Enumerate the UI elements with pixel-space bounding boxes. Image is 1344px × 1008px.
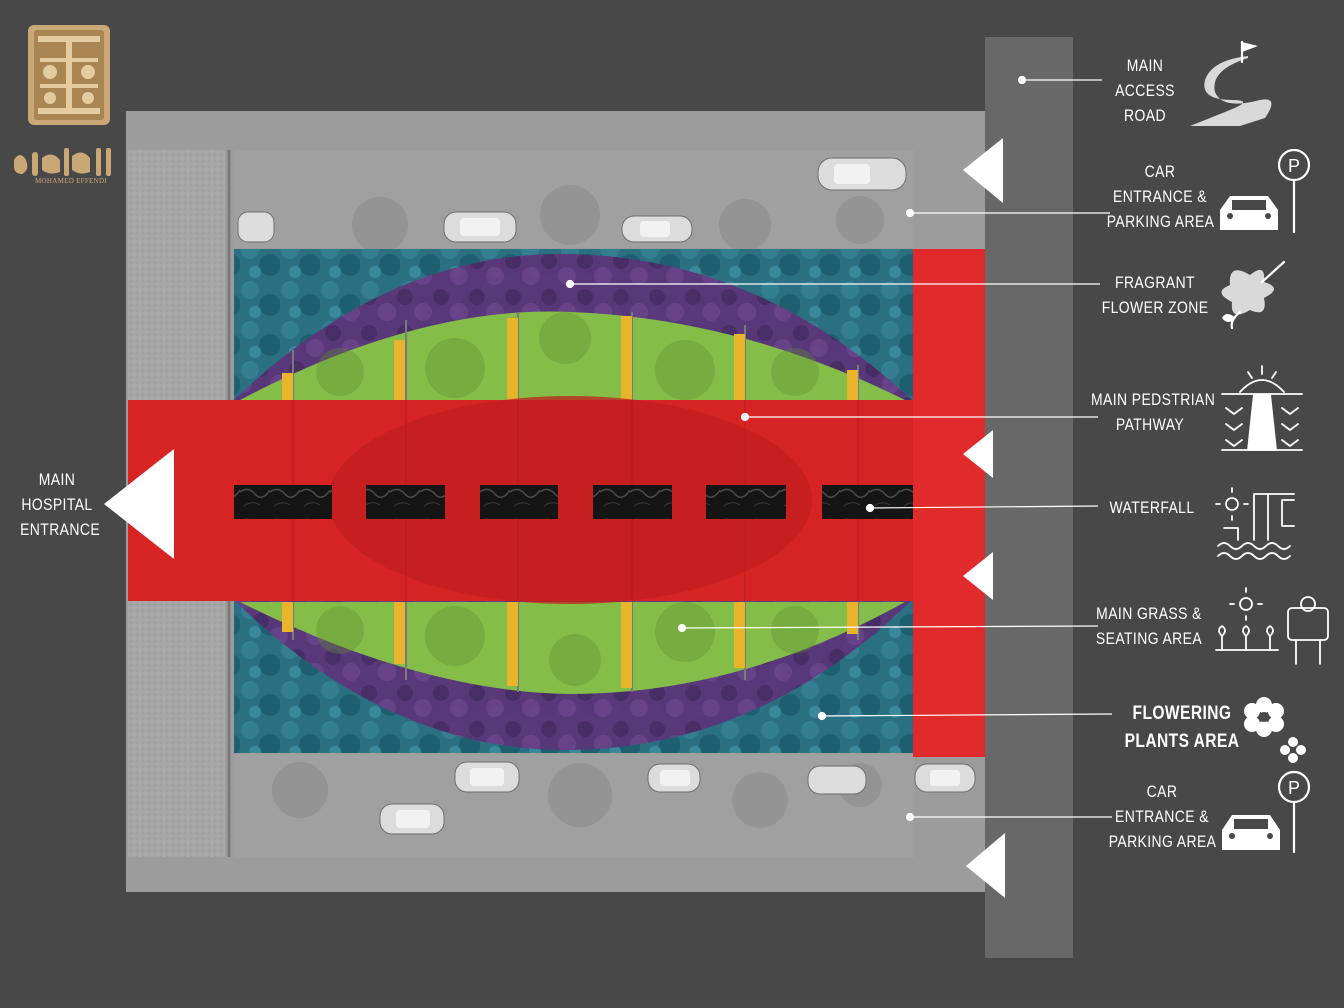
waterfall bbox=[234, 485, 913, 519]
road-arrow-3 bbox=[963, 552, 993, 600]
parking-strip-bottom bbox=[234, 754, 914, 858]
hibiscus-flower-icon bbox=[1221, 260, 1286, 330]
parking-strip-top bbox=[234, 150, 914, 248]
pathway-right-spine bbox=[913, 249, 985, 757]
label-waterfall: WATERFALL bbox=[1109, 498, 1195, 517]
label-car-parking-top: CAR ENTRANCE & PARKING AREA bbox=[1106, 162, 1215, 231]
label-main-grass-seating: MAIN GRASS & SEATING AREA bbox=[1095, 604, 1203, 648]
sidewalk-top-left bbox=[128, 150, 225, 402]
logo-signature bbox=[14, 148, 111, 176]
label-main-access-road: MAIN ACCESS ROAD bbox=[1115, 56, 1175, 125]
road-arrow-4 bbox=[966, 833, 1005, 898]
label-car-parking-bottom: CAR ENTRANCE & PARKING AREA bbox=[1108, 782, 1217, 851]
sidewalk-bottom-left bbox=[128, 601, 225, 857]
logo bbox=[28, 25, 110, 125]
label-main-pedestrian-pathway: MAIN PEDSTRIAN PATHWAY bbox=[1090, 390, 1216, 434]
hospital-entrance-arrow bbox=[104, 449, 174, 559]
label-fragrant-flower-zone: FRAGRANT FLOWER ZONE bbox=[1101, 273, 1209, 317]
pathway-sun-icon bbox=[1221, 365, 1303, 451]
central-pool bbox=[328, 396, 812, 604]
label-main-hospital-entrance: MAIN HOSPITAL ENTRANCE bbox=[20, 470, 101, 539]
car-parking-icon: P bbox=[1222, 770, 1311, 854]
waterfall-icon bbox=[1215, 487, 1295, 560]
label-flowering-plants: FLOWERING PLANTS AREA bbox=[1124, 703, 1240, 752]
logo-subtitle: MOHAMED EFFENDI bbox=[35, 177, 107, 185]
flowers-icon bbox=[1244, 697, 1306, 763]
road-flag-icon bbox=[1190, 40, 1272, 126]
grass-seating-icon bbox=[1215, 587, 1329, 665]
seating-benches bbox=[282, 316, 858, 688]
road-arrow-2 bbox=[963, 430, 993, 478]
svg-text:P: P bbox=[1288, 778, 1300, 798]
car-parking-icon: P bbox=[1220, 148, 1311, 234]
road-arrow-1 bbox=[963, 138, 1003, 203]
svg-text:P: P bbox=[1288, 156, 1300, 176]
